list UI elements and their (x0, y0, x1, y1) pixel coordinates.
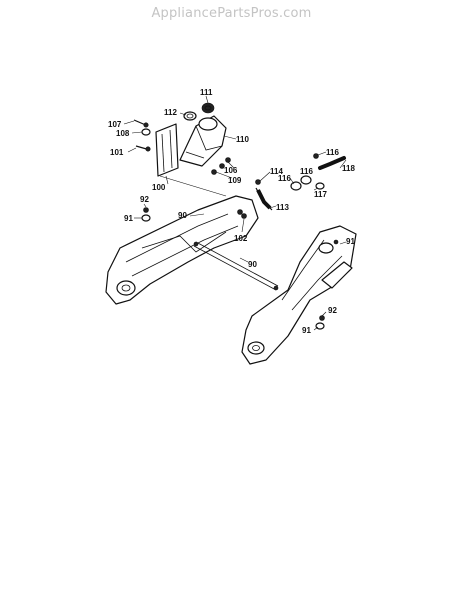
callout-112: 112 (164, 108, 177, 117)
callout-101: 101 (110, 148, 124, 157)
knob-111 (201, 102, 215, 114)
nut-92-left (143, 207, 149, 213)
callout-116-c: 116 (300, 167, 313, 176)
callout-117: 117 (314, 190, 327, 199)
callout-90-a: 90 (178, 211, 187, 220)
collar-116 (290, 175, 312, 191)
callout-107: 107 (108, 120, 122, 129)
callout-114: 114 (270, 167, 283, 176)
ring-112 (183, 111, 197, 121)
callout-116-a: 116 (326, 148, 339, 157)
callout-91-right-bottom: 91 (302, 326, 311, 335)
bolt-101 (135, 145, 151, 152)
washer-117 (315, 182, 325, 190)
nut-106 (219, 157, 231, 169)
callout-90-b: 90 (248, 260, 257, 269)
nut-92-right (319, 315, 325, 321)
watermark-text: AppliancePartsPros.com (151, 6, 312, 21)
callout-102: 102 (234, 234, 248, 243)
callout-100: 100 (152, 183, 166, 192)
fastener-102 (241, 213, 247, 219)
callout-92-right: 92 (328, 306, 337, 315)
callout-92-left: 92 (140, 195, 149, 204)
callout-91-left: 91 (124, 214, 133, 223)
callout-91-right-top: 91 (346, 237, 355, 246)
crank-113 (255, 179, 273, 211)
callout-116-b: 116 (278, 174, 291, 183)
bracket-100 (155, 123, 227, 197)
nut-109 (211, 169, 217, 175)
washer-91-right (315, 322, 325, 330)
housing-110 (179, 115, 227, 167)
left-frame-plate (105, 195, 259, 305)
bolt-107 (133, 119, 149, 128)
callout-106: 106 (224, 166, 238, 175)
right-frame-plate (241, 225, 357, 365)
crank-118 (313, 153, 346, 170)
washer-108 (141, 128, 151, 136)
axle-rod (193, 241, 279, 291)
callout-108: 108 (116, 129, 130, 138)
washer-91-left (141, 214, 151, 222)
leader-lines (123, 95, 347, 331)
callout-109: 109 (228, 176, 242, 185)
callout-111: 111 (200, 88, 213, 97)
callout-110: 110 (236, 135, 249, 144)
callout-118: 118 (342, 164, 355, 173)
callout-113: 113 (276, 203, 289, 212)
